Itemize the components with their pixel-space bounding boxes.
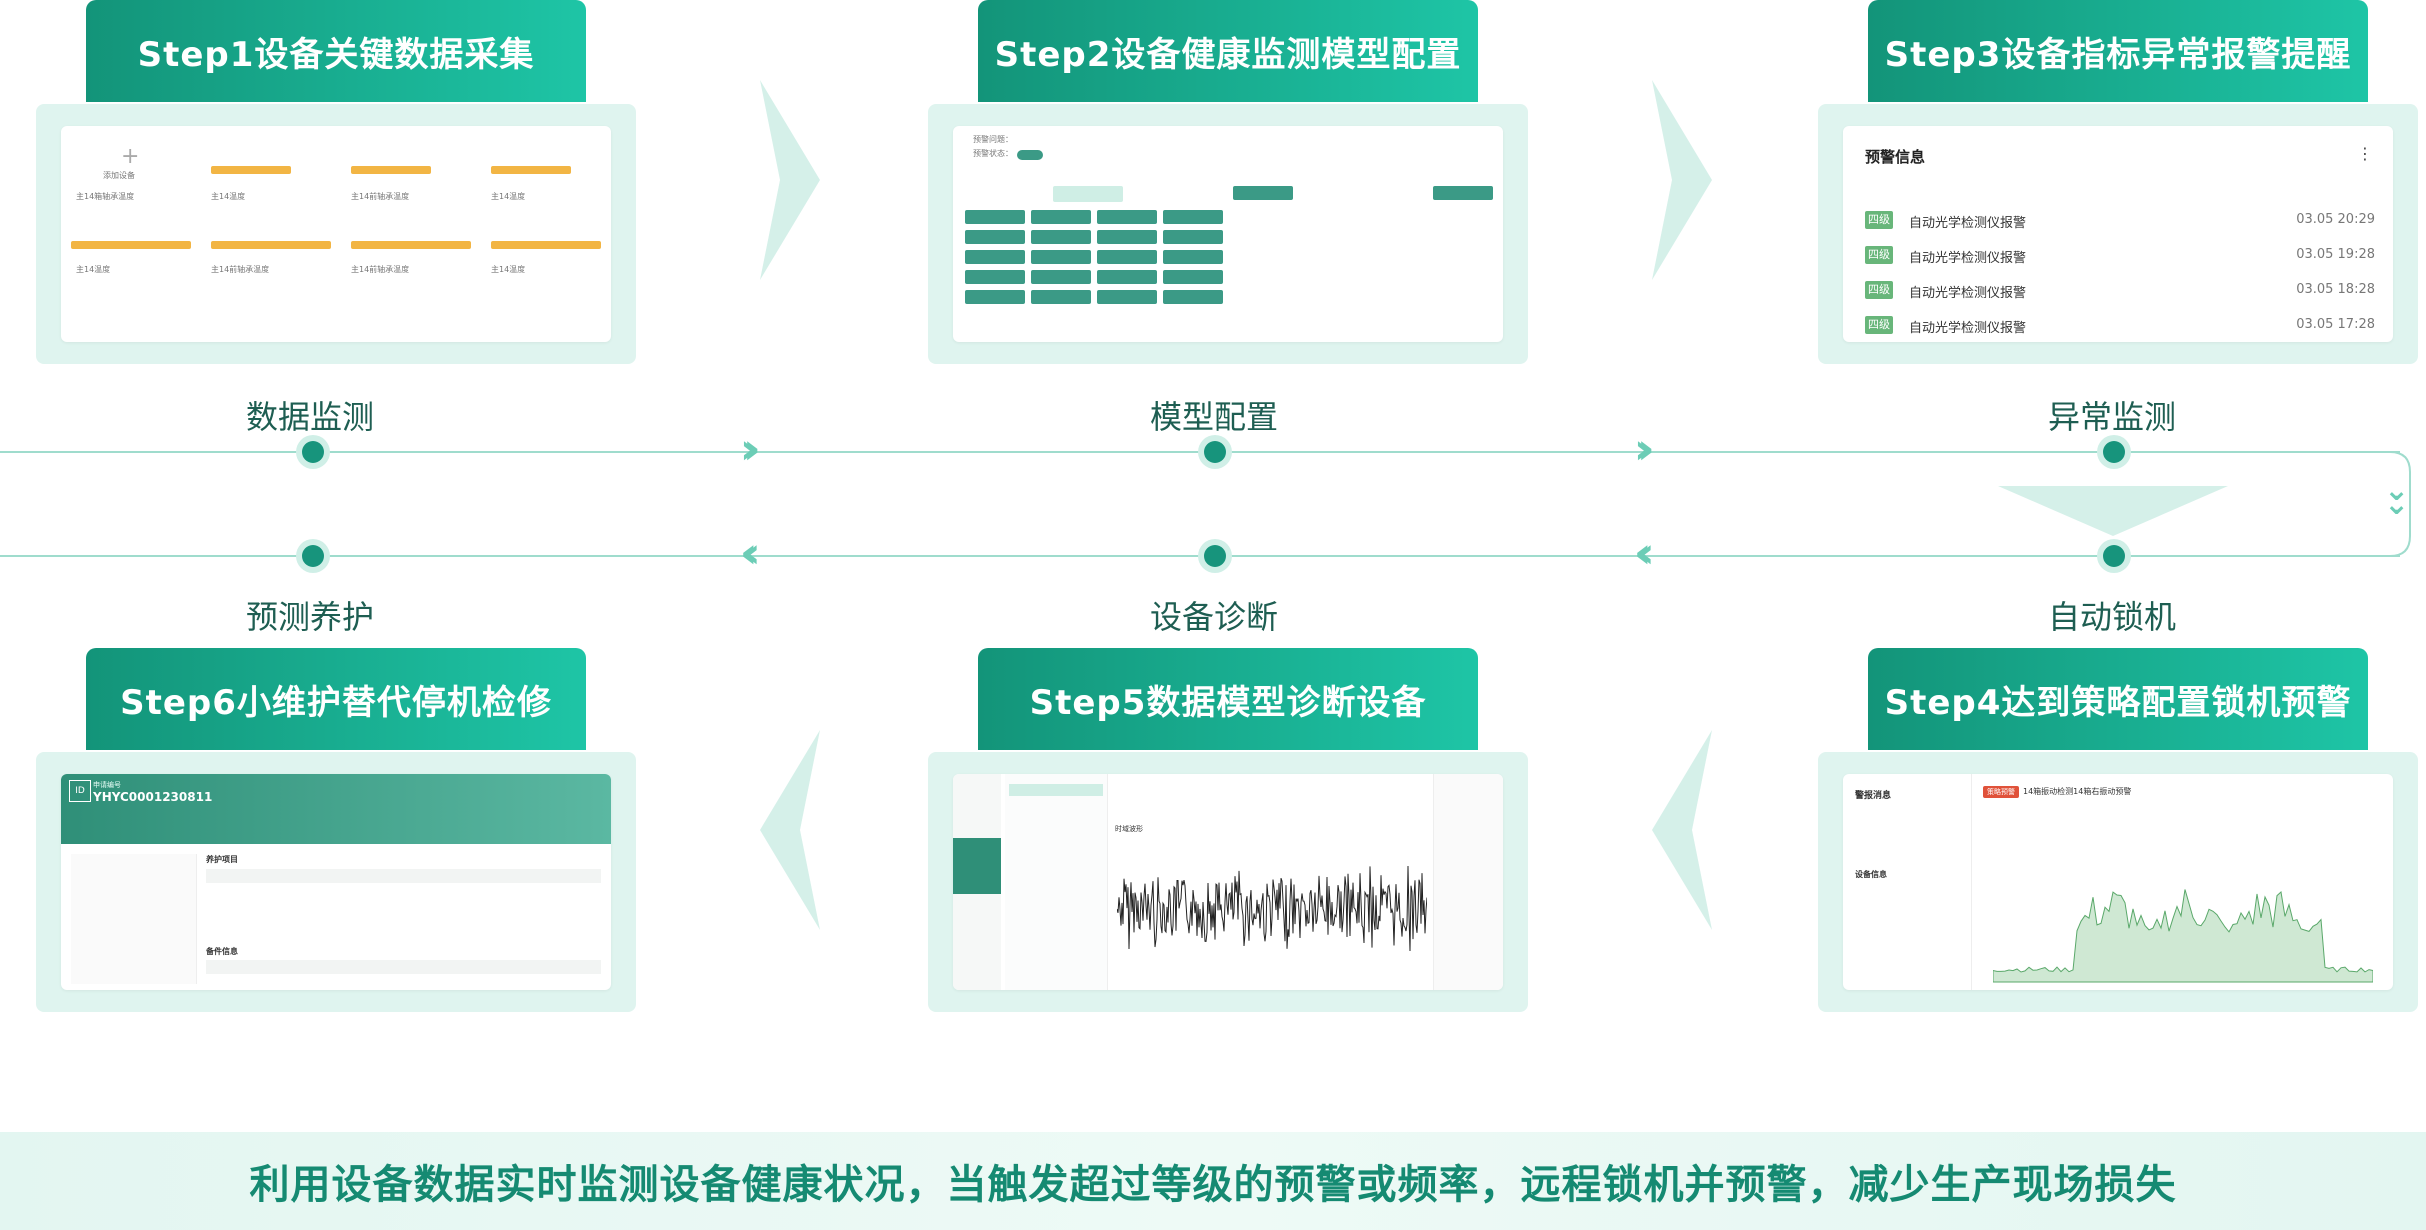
node-dot bbox=[2103, 545, 2125, 567]
step6-title: Step6小维护替代停机检修 bbox=[86, 648, 586, 750]
chevron-right-icon bbox=[1652, 80, 1712, 280]
flow-line-curve bbox=[2340, 451, 2411, 557]
step3-title: Step3设备指标异常报警提醒 bbox=[1868, 0, 2368, 102]
double-chevron-down-icon: ⌄⌄ bbox=[2384, 473, 2410, 522]
alert-panel-title: 预警信息 bbox=[1865, 148, 1926, 166]
chevron-left-icon bbox=[1652, 730, 1712, 930]
alert-row[interactable]: 四级 自动光学检测仪报警 03.05 19:28 bbox=[1865, 243, 2375, 269]
node-label-1: 数据监测 bbox=[245, 398, 374, 436]
waveform bbox=[1117, 865, 1427, 952]
node-dot bbox=[1204, 441, 1226, 463]
step2-screenshot: 预警问题： 预警状态： bbox=[953, 126, 1503, 342]
node-dot bbox=[302, 441, 324, 463]
step5-screenshot: 时域波形 bbox=[953, 774, 1503, 990]
node-label-6: 预测养护 bbox=[245, 598, 374, 636]
double-chevron-right-icon: ›› bbox=[1634, 424, 1654, 473]
step3-screenshot: 预警信息 ⋮ 四级 自动光学检测仪报警 03.05 20:29 四级 自动光学检… bbox=[1843, 126, 2393, 342]
flow-line-bottom bbox=[0, 555, 2400, 557]
node-label-3: 异常监测 bbox=[2047, 398, 2176, 436]
node-label-4: 自动锁机 bbox=[2047, 598, 2176, 636]
step1-screenshot: + 添加设备 主14箱轴承温度 主14温度 主14前轴承温度 主14温度 主14… bbox=[61, 126, 611, 342]
double-chevron-left-icon: ‹‹ bbox=[1634, 528, 1654, 577]
node-dot bbox=[302, 545, 324, 567]
flow-line-top bbox=[0, 451, 2400, 453]
id-badge: ID bbox=[69, 780, 91, 802]
step5-card: 时域波形 bbox=[928, 752, 1528, 1012]
chevron-left-icon bbox=[760, 730, 820, 930]
alert-level-badge: 四级 bbox=[1865, 316, 1893, 334]
alert-level-badge: 四级 bbox=[1865, 246, 1893, 264]
step4-title: Step4达到策略配置锁机预警 bbox=[1868, 648, 2368, 750]
footer-text: 利用设备数据实时监测设备健康状况，当触发超过等级的预警或频率，远程锁机并预警，减… bbox=[249, 1162, 2177, 1208]
step1-title: Step1设备关键数据采集 bbox=[86, 0, 586, 102]
step2-title: Step2设备健康监测模型配置 bbox=[978, 0, 1478, 102]
step6-card: ID 申请编号 YHYC0001230811 养护项目 备件信息 bbox=[36, 752, 636, 1012]
more-icon[interactable]: ⋮ bbox=[2357, 144, 2373, 163]
strategy-badge: 策略预警 bbox=[1983, 786, 2019, 798]
node-dot bbox=[1204, 545, 1226, 567]
trend-chart bbox=[1993, 889, 2373, 983]
alert-level-badge: 四级 bbox=[1865, 281, 1893, 299]
node-label-2: 模型配置 bbox=[1149, 398, 1278, 436]
step4-screenshot: 警报消息 设备信息 策略预警 14箱振动检测14箱右振动预警 bbox=[1843, 774, 2393, 990]
step4-card: 警报消息 设备信息 策略预警 14箱振动检测14箱右振动预警 bbox=[1818, 752, 2418, 1012]
node-dot bbox=[2103, 441, 2125, 463]
step3-card: 预警信息 ⋮ 四级 自动光学检测仪报警 03.05 20:29 四级 自动光学检… bbox=[1818, 104, 2418, 364]
alert-row[interactable]: 四级 自动光学检测仪报警 03.05 17:28 bbox=[1865, 313, 2375, 339]
chevron-right-icon bbox=[760, 80, 820, 280]
chevron-down-icon bbox=[1998, 486, 2228, 536]
footer-band: 利用设备数据实时监测设备健康状况，当触发超过等级的预警或频率，远程锁机并预警，减… bbox=[0, 1132, 2426, 1230]
double-chevron-right-icon: ›› bbox=[740, 424, 760, 473]
step1-card: + 添加设备 主14箱轴承温度 主14温度 主14前轴承温度 主14温度 主14… bbox=[36, 104, 636, 364]
step2-card: 预警问题： 预警状态： bbox=[928, 104, 1528, 364]
step5-title: Step5数据模型诊断设备 bbox=[978, 648, 1478, 750]
alert-row[interactable]: 四级 自动光学检测仪报警 03.05 18:28 bbox=[1865, 278, 2375, 304]
step6-screenshot: ID 申请编号 YHYC0001230811 养护项目 备件信息 bbox=[61, 774, 611, 990]
id-value: YHYC0001230811 bbox=[93, 790, 213, 804]
node-label-5: 设备诊断 bbox=[1149, 598, 1278, 636]
alert-row[interactable]: 四级 自动光学检测仪报警 03.05 20:29 bbox=[1865, 208, 2375, 234]
double-chevron-left-icon: ‹‹ bbox=[740, 528, 760, 577]
alert-level-badge: 四级 bbox=[1865, 211, 1893, 229]
